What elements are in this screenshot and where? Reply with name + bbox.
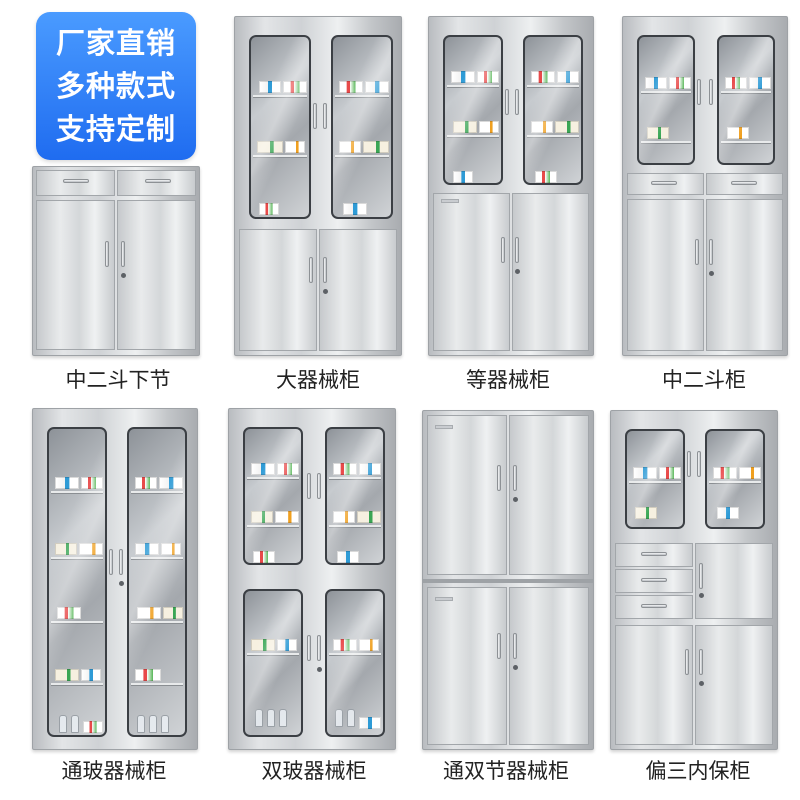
product-caption: 双玻器械柜: [261, 759, 367, 783]
product-caption: 通玻器械柜: [61, 759, 167, 783]
cabinet-image: [422, 410, 594, 750]
cabinet-image: [428, 16, 594, 356]
product-caption: 等器械柜: [466, 368, 550, 392]
product-card-4[interactable]: 中二斗柜: [600, 0, 800, 400]
cabinet-image: [228, 408, 396, 750]
promo-line-2: 多种款式: [55, 68, 176, 103]
product-caption: 通双节器械柜: [443, 759, 569, 783]
product-caption: 中二斗柜: [662, 368, 746, 392]
product-caption: 大器械柜: [276, 368, 360, 392]
product-card-7[interactable]: 通双节器械柜: [400, 400, 600, 800]
product-caption: 偏三内保柜: [645, 759, 751, 783]
product-card-3[interactable]: 等器械柜: [400, 0, 600, 400]
product-card-5[interactable]: 通玻器械柜: [0, 400, 200, 800]
cabinet-image: [610, 410, 778, 750]
product-card-6[interactable]: 双玻器械柜: [200, 400, 400, 800]
product-card-1[interactable]: 中二斗下节: [0, 0, 200, 400]
cabinet-image: [32, 166, 200, 356]
promo-line-3: 支持定制: [55, 111, 176, 146]
promo-badge: 厂家直销 多种款式 支持定制: [36, 12, 196, 160]
product-card-2[interactable]: 大器械柜: [200, 0, 402, 400]
promo-line-1: 厂家直销: [55, 25, 176, 60]
product-caption: 中二斗下节: [65, 368, 171, 392]
cabinet-image: [32, 408, 198, 750]
cabinet-image: [622, 16, 788, 356]
cabinet-image: [234, 16, 402, 356]
product-card-8[interactable]: 偏三内保柜: [600, 400, 800, 800]
